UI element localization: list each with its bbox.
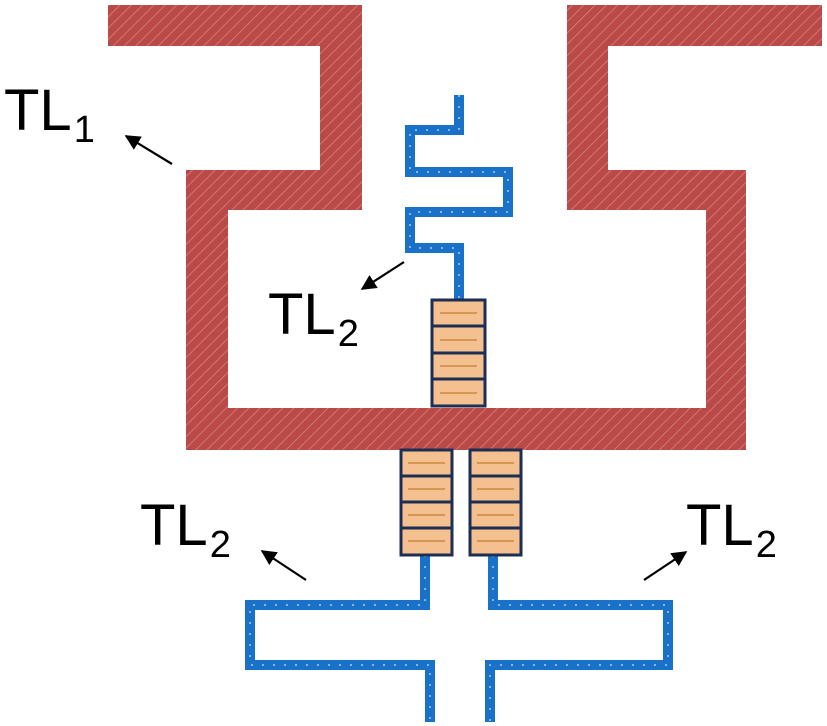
- tl2-bottom-left-line: [245, 555, 435, 722]
- tl2-center-dash: [409, 95, 509, 302]
- label-tl2-left: TL2: [140, 493, 231, 566]
- arrow-tl2-left: [260, 550, 307, 581]
- label-tl2-right: TL2: [686, 493, 777, 566]
- pad-stack-center: [430, 298, 487, 408]
- tl2-bottom-right-line: [485, 555, 673, 722]
- arrow-tl1: [124, 135, 173, 165]
- arrow-tl2-right: [643, 551, 688, 581]
- tl2-bottom-left-dash: [249, 555, 431, 722]
- tl2-bottom-right-dash: [489, 555, 669, 722]
- tl2-bottom-feed: [245, 555, 673, 722]
- arrow-tl2-center: [360, 261, 405, 290]
- tl2-center-meander: [405, 95, 513, 302]
- pad-stack-bottom-right: [468, 448, 523, 557]
- tl2-center-line: [405, 95, 513, 302]
- label-tl2-center: TL2: [268, 282, 359, 355]
- pad-stack-bottom-left: [399, 448, 454, 557]
- label-tl1: TL1: [4, 78, 95, 151]
